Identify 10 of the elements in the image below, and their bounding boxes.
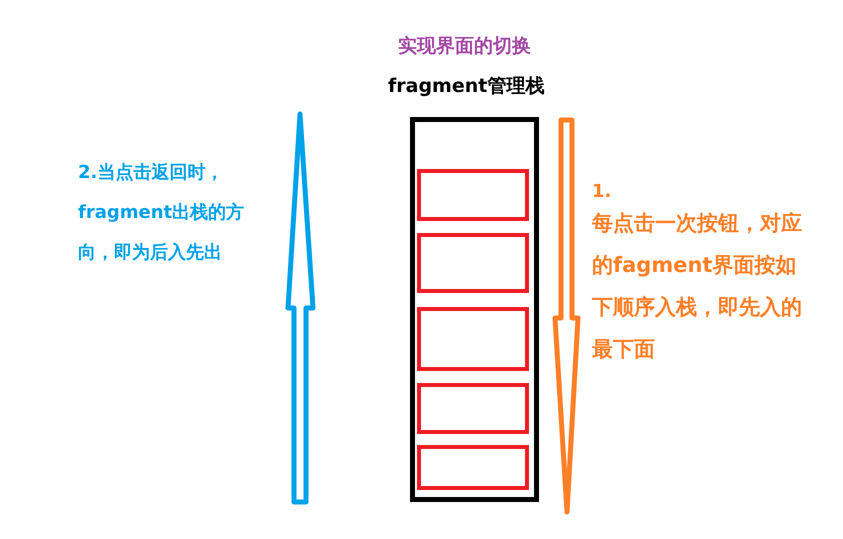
note-text: 2.当点击返回时，fragment出栈的方向，即为后入先出	[78, 161, 246, 265]
diagram-title: 实现界面的切换	[398, 34, 531, 59]
stack-slot	[417, 383, 529, 434]
stack-slot	[417, 233, 529, 293]
note-text: 1.	[592, 180, 612, 204]
stack-slot	[417, 169, 529, 221]
note-text: 每点击一次按钮，对应的fagment界面按如下顺序入栈，即先入的最下面	[592, 210, 803, 363]
stack-heading: fragment管理栈	[388, 74, 544, 99]
stack-slot	[417, 307, 529, 371]
stack-slot	[417, 445, 529, 490]
